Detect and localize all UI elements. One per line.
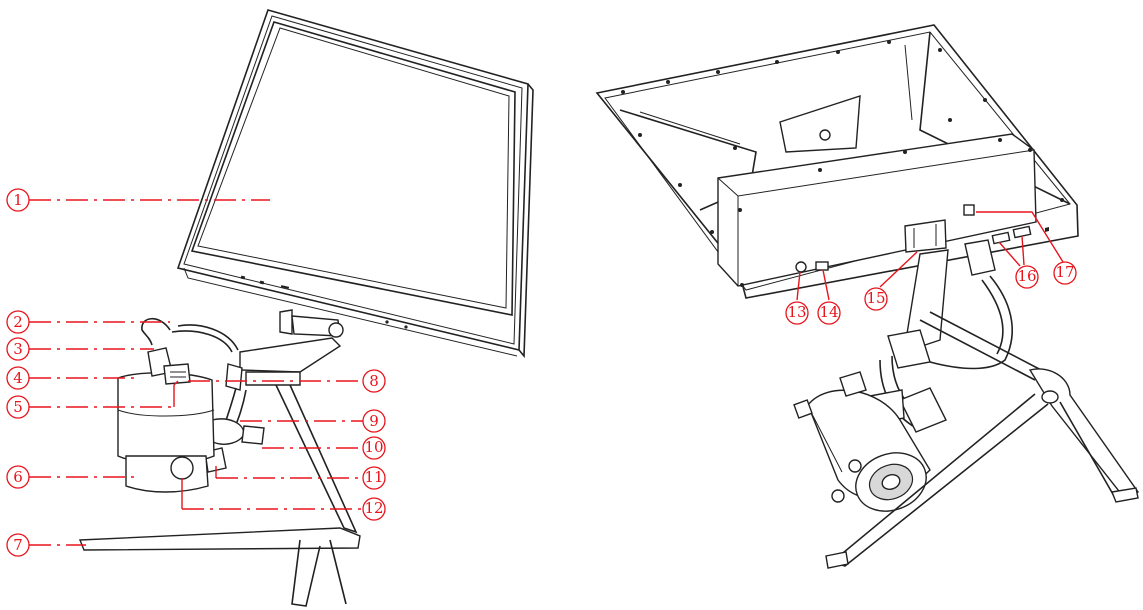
callout-6: 6 bbox=[13, 468, 23, 486]
callout-3: 3 bbox=[13, 340, 23, 358]
callout-17: 17 bbox=[1055, 263, 1074, 281]
rear-view bbox=[595, 24, 1139, 569]
callout-7: 7 bbox=[13, 536, 23, 554]
camera-body-front bbox=[117, 347, 215, 493]
monitor-front bbox=[176, 9, 534, 359]
callout-13: 13 bbox=[787, 303, 806, 321]
callout-1: 1 bbox=[13, 191, 23, 209]
callout-4: 4 bbox=[13, 369, 23, 387]
callout-11: 11 bbox=[364, 468, 383, 486]
callout-15: 15 bbox=[866, 289, 885, 307]
screw-dots bbox=[621, 40, 1064, 287]
callout-12: 12 bbox=[364, 499, 383, 517]
monitor-rear bbox=[595, 24, 1079, 299]
callout-2: 2 bbox=[13, 313, 23, 331]
stand-front bbox=[78, 384, 361, 607]
callout-5: 5 bbox=[13, 398, 23, 416]
front-view bbox=[78, 9, 534, 607]
rear-callouts: 13 14 15 16 17 bbox=[785, 211, 1077, 325]
callout-8: 8 bbox=[369, 372, 379, 390]
front-callouts: 1 2 3 4 5 6 7 8 9 10 11 bbox=[6, 188, 386, 557]
camera-rear bbox=[793, 371, 931, 512]
callout-16: 16 bbox=[1017, 267, 1036, 285]
callout-10: 10 bbox=[364, 438, 383, 456]
callout-9: 9 bbox=[369, 412, 379, 430]
callout-14: 14 bbox=[819, 303, 838, 321]
stand-rear bbox=[825, 311, 1139, 569]
